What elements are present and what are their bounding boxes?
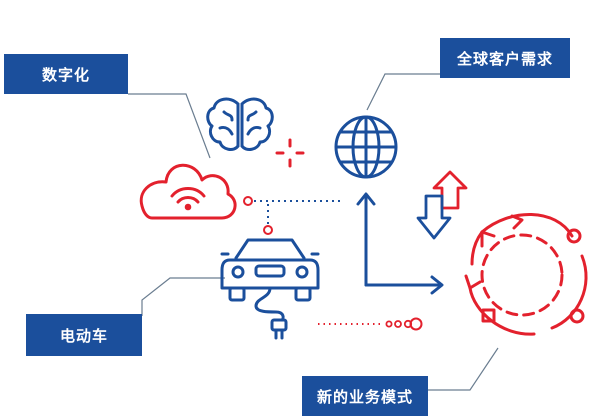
cycle-icon	[464, 213, 588, 336]
connector-car-cycle	[318, 317, 423, 331]
up-down-arrows-icon	[416, 170, 468, 240]
ev-label: 电动车	[26, 314, 142, 356]
digital-label: 数字化	[4, 54, 128, 94]
connector-cloud-globe	[243, 196, 340, 235]
car-icon	[220, 238, 320, 302]
leader-lines	[128, 73, 499, 391]
crosshair-icon	[275, 138, 305, 168]
brain-icon	[206, 97, 274, 151]
plug-icon	[254, 286, 288, 340]
axis-arrows	[356, 192, 444, 295]
globe-icon	[334, 115, 398, 179]
leader-global	[366, 73, 440, 111]
global-demand-label: 全球客户需求	[440, 38, 570, 78]
new-business-label: 新的业务模式	[302, 376, 428, 416]
leader-digital	[128, 93, 211, 159]
leader-ev	[141, 277, 225, 316]
leader-business	[428, 347, 499, 391]
cloud-wifi-icon	[139, 163, 237, 220]
